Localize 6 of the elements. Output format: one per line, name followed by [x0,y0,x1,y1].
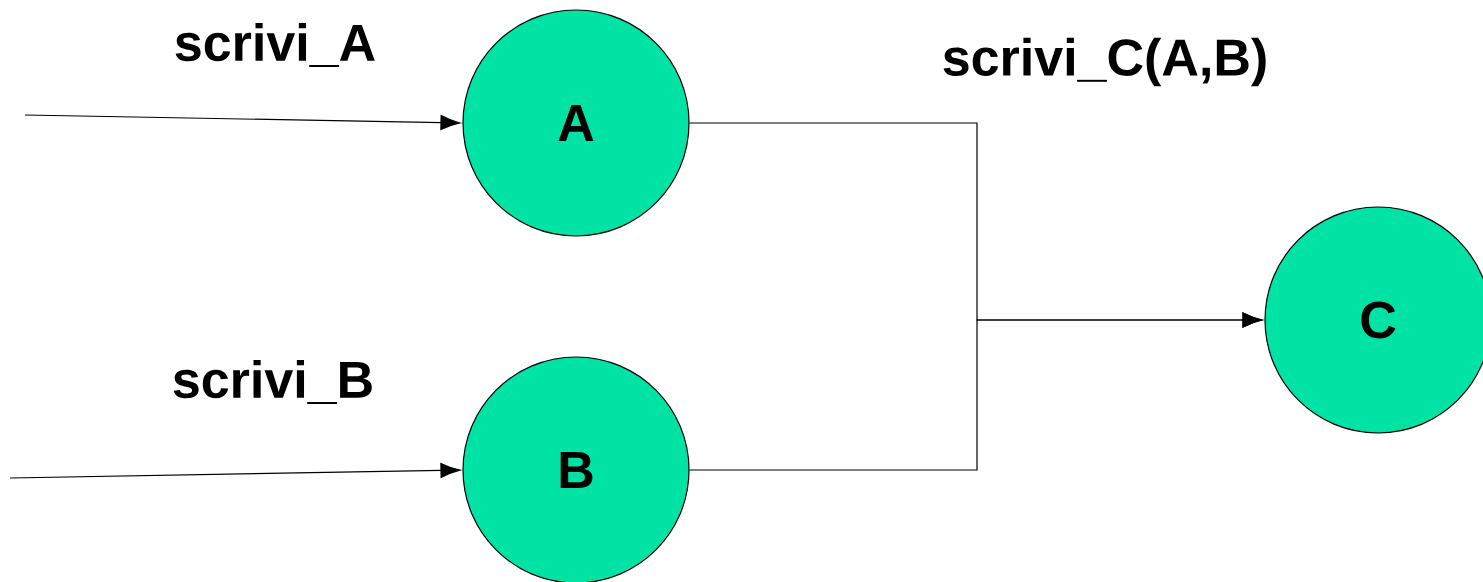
arrow [24,114,461,131]
edge-label: scrivi_B [173,360,372,404]
arrow [689,312,1263,471]
transition-label: scrivi_C(A,B) [943,37,1266,87]
arrow [9,462,461,479]
edge-label: scrivi_A [175,23,375,67]
